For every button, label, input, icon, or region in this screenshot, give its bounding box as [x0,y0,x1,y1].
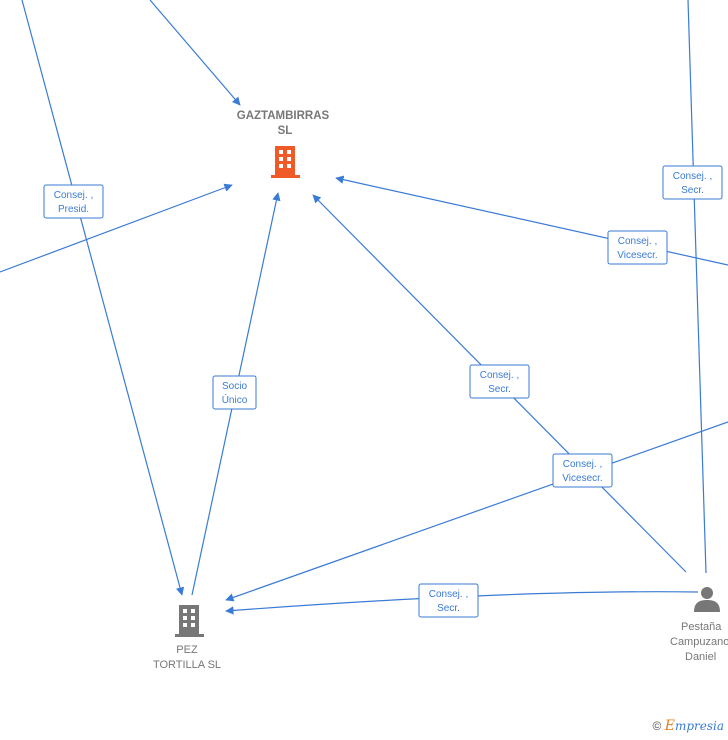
node-label-line: Campuzano [670,636,728,648]
edge-label-vicesecr-gaz[interactable]: Consej. , Vicesecr. [607,230,668,265]
node-pestana[interactable]: Pestaña Campuzano Daniel [670,587,728,663]
node-gaztambirras[interactable]: GAZTAMBIRRAS SL [237,110,330,178]
node-label-line: GAZTAMBIRRAS [237,110,330,122]
node-label-line: PEZ [176,644,198,656]
edge-label-line: Socio [222,381,247,392]
edge-label-line: Consej. , [480,370,519,381]
building-icon [175,605,204,637]
edge-label-secr-top-right[interactable]: Consej. , Secr. [662,165,723,200]
edge-to-gaztambirras-top[interactable] [149,0,241,106]
node-label-line: SL [278,125,293,137]
node-label-line: Daniel [685,651,716,663]
edge-label-line: Consej. , [429,589,468,600]
edge-label-presid[interactable]: Consej. , Presid. [43,184,104,219]
edge-label-line: Secr. [681,185,704,196]
edge-presid-to-pez[interactable] [21,0,185,596]
edge-vicesecr-to-pez[interactable] [225,421,728,602]
node-pez-tortilla[interactable]: PEZ TORTILLA SL [153,605,221,671]
edge-top-right-vertical[interactable] [687,0,707,574]
edge-label-line: Consej. , [618,236,657,247]
edge-left-to-gaztambirras[interactable] [0,183,233,273]
edge-label-socio-unico[interactable]: Socio Único [212,375,257,410]
brand-footer: © Empresia [653,718,724,734]
edge-label-line: Único [222,393,248,406]
edge-label-line: Presid. [58,204,89,215]
edge-label-line: Consej. , [563,459,602,470]
edge-label-vicesecr-pez[interactable]: Consej. , Vicesecr. [552,453,613,488]
edges [0,0,728,615]
person-icon [694,587,720,612]
brand-logo-rest: mpresia [674,719,724,733]
edge-label-line: Consej. , [54,190,93,201]
node-label-line: TORTILLA SL [153,659,221,671]
edge-label-line: Secr. [488,384,511,395]
edge-label-secr-gaz[interactable]: Consej. , Secr. [469,364,530,399]
edge-labels: Consej. , Presid. Socio Único Consej. , … [43,165,723,618]
brand-logo-initial: E [664,718,675,734]
node-label-line: Pestaña [681,621,722,633]
edge-label-line: Secr. [437,603,460,614]
edge-label-line: Vicesecr. [562,473,602,484]
edge-label-line: Vicesecr. [617,250,657,261]
edge-label-secr-pez[interactable]: Consej. , Secr. [418,583,479,618]
copyright-icon: © [652,719,662,733]
building-icon [271,146,300,178]
edge-label-line: Consej. , [673,171,712,182]
